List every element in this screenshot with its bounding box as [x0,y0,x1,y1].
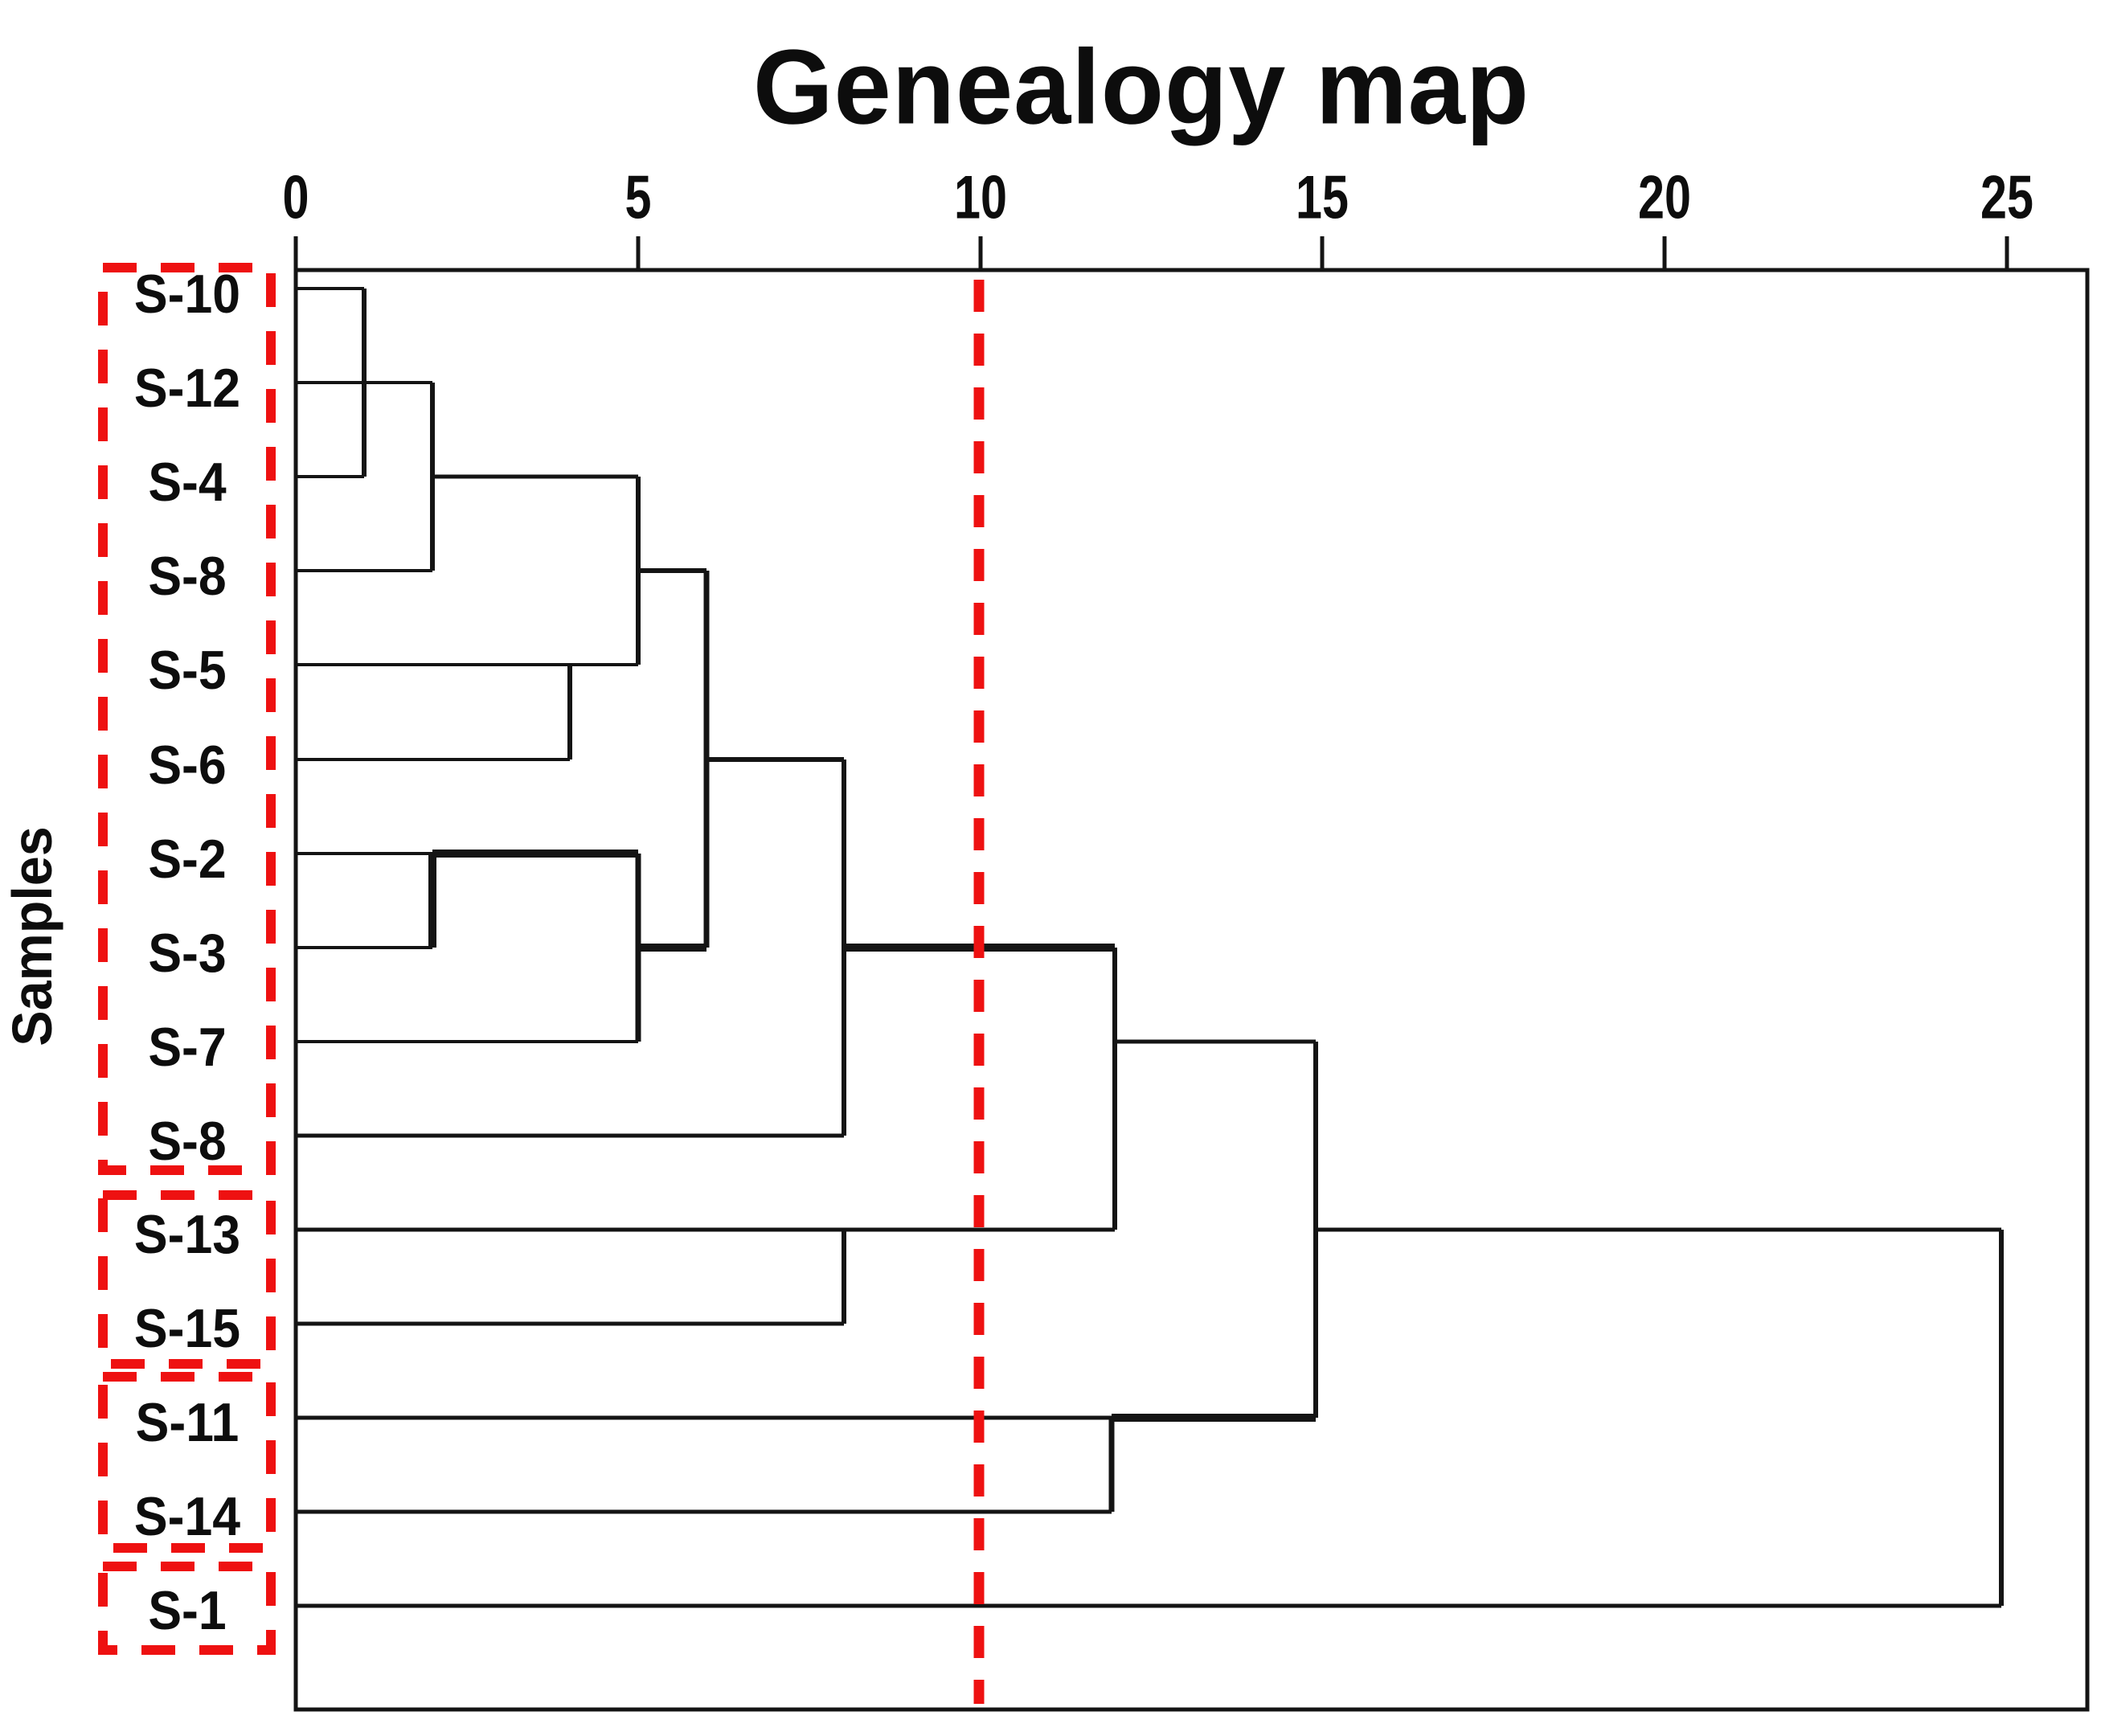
sample-label-S-15-row12: S-15 [133,1298,241,1359]
sample-label-S-14-row14: S-14 [133,1486,241,1547]
axis-tick-label-15: 15 [1296,163,1349,232]
sample-label-S-13-row11: S-13 [133,1204,241,1265]
sample-label-S-7-row9: S-7 [148,1017,227,1078]
sample-label-S-1-row15: S-1 [148,1580,227,1641]
sample-label-S-5-row5: S-5 [148,640,227,701]
sample-label-S-12-row2: S-12 [133,358,241,419]
sample-label-S-3-row8: S-3 [148,923,227,984]
group-box-1 [98,263,276,1175]
sample-label-S-6-row6: S-6 [148,735,227,796]
sample-label-S-4-row3: S-4 [148,452,227,513]
axis-tick-label-5: 5 [625,163,652,232]
axis-tick-label-20: 20 [1638,163,1691,232]
chart-title: Genealogy map [752,27,1530,146]
plot-border [293,268,2090,1712]
group-box-4 [98,1562,276,1655]
axis-tick-label-0: 0 [282,163,309,232]
group-box-2 [98,1190,276,1369]
sample-label-S-8-row4: S-8 [148,546,227,607]
axis-tick-label-25: 25 [1980,163,2033,232]
sample-label-S-11-row13: S-11 [135,1392,240,1453]
sample-label-S-8-row10: S-8 [148,1111,227,1172]
axis-tick-label-10: 10 [954,163,1007,232]
sample-label-S-2-row7: S-2 [148,829,227,890]
group-box-3 [98,1372,276,1553]
sample-label-S-10-row1: S-10 [133,264,241,325]
